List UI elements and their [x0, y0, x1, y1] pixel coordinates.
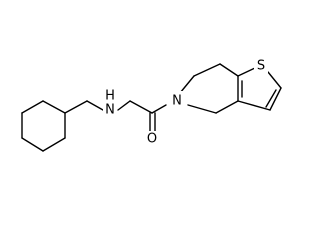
bond-nh-to-ch2 — [117, 100, 131, 111]
bond-cyclohexane-4 — [42, 137, 66, 152]
atom-label-thiophene-s: S — [257, 59, 265, 74]
bond-s-to-c — [267, 71, 282, 89]
molecule-structure: N H O N S — [21, 58, 282, 152]
atom-label-amine-n: N — [105, 103, 115, 118]
bond-ch2-to-n — [187, 104, 217, 114]
bond-c-top-to-fusion — [219, 63, 239, 77]
bond-fusion-to-ch2 — [215, 100, 239, 114]
atom-labels: N H O N S — [103, 58, 268, 147]
atom-label-amine-h: H — [105, 89, 115, 104]
bond-cyclohexane-3 — [21, 137, 44, 152]
bond-cyclohexane-1 — [21, 100, 44, 114]
atom-label-carbonyl-o: O — [147, 132, 157, 147]
bond-ring-to-ch2 — [64, 100, 88, 114]
cyclohexane-ring — [21, 100, 66, 152]
piperidine-ring — [179, 63, 239, 114]
bond-n-to-c-up — [179, 75, 195, 94]
bond-ch2-to-carbonyl — [129, 100, 153, 114]
thiophene-ring — [237, 67, 282, 111]
bond-c-up-to-c-top — [193, 63, 221, 77]
bond-cyclohexane-6 — [42, 100, 66, 114]
bond-thiophene-double-inner — [265, 89, 277, 108]
bond-carbonyl-to-n — [151, 104, 167, 114]
bond-thiophene-c-fusion — [237, 100, 271, 111]
atom-label-amide-n: N — [172, 94, 182, 109]
bond-thiophene-c-c — [269, 87, 282, 111]
linker-chain — [64, 100, 167, 134]
bond-ch2-to-nh — [86, 100, 104, 111]
bond-fusion-to-s — [237, 67, 256, 77]
